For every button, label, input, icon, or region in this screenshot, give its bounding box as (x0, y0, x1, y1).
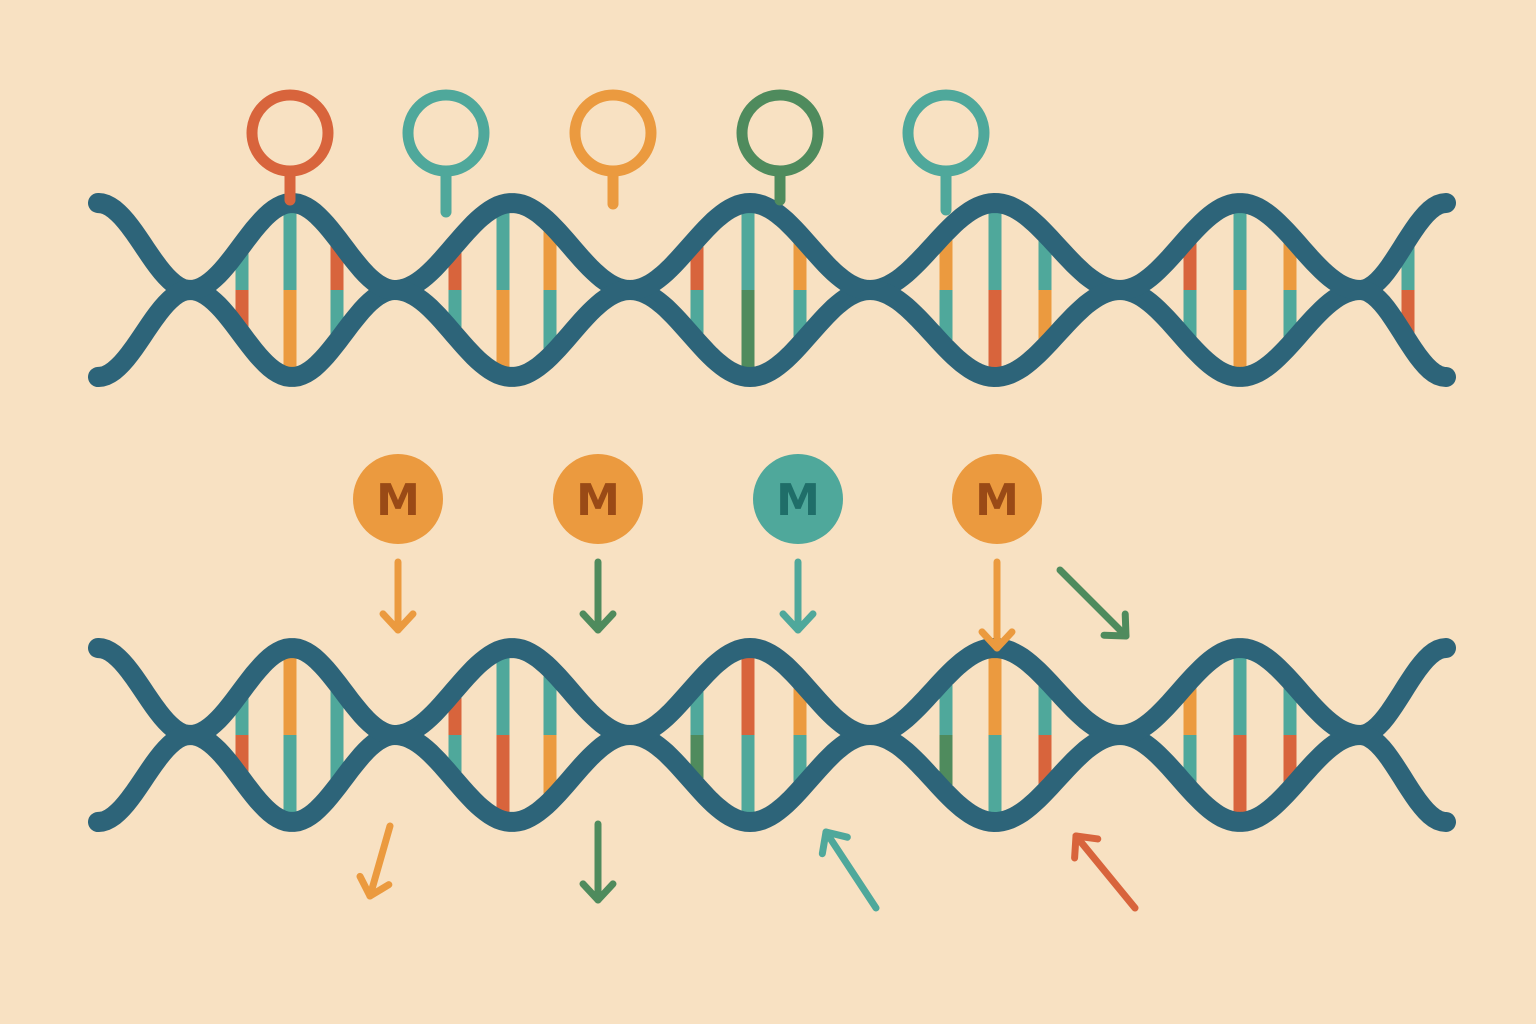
methyl-circle (353, 454, 443, 544)
arrow-head (356, 872, 393, 900)
arrow-icon (379, 558, 417, 634)
arrow-head (1071, 832, 1102, 862)
arrow-icon (579, 558, 617, 634)
arrow-icon (1056, 566, 1130, 640)
methyl-circle (753, 454, 843, 544)
methyl-circle (553, 454, 643, 544)
arrow-shaft (1056, 566, 1130, 640)
arrow-icon (818, 828, 880, 912)
dna-strand (88, 637, 1456, 833)
arrow-shaft (366, 822, 394, 900)
arrow-icon (356, 822, 394, 900)
arrow-head (579, 610, 617, 634)
methyl-group: M (753, 454, 843, 544)
marker-ring (736, 89, 824, 177)
marker-ring (402, 89, 490, 177)
marker-ring (902, 89, 990, 177)
top-dna-helix (88, 192, 1456, 388)
methyl-groups: M M M M (353, 454, 1042, 544)
dna-strand (88, 192, 1456, 388)
methyl-label: M (576, 475, 620, 526)
methyl-group: M (353, 454, 443, 544)
methyl-label: M (776, 475, 820, 526)
methyl-label: M (376, 475, 420, 526)
arrow-head (579, 880, 617, 904)
methyl-group: M (952, 454, 1042, 544)
marker-ring (569, 89, 657, 177)
arrow-shaft (822, 828, 880, 912)
arrow-icon (579, 820, 617, 904)
arrows (356, 558, 1139, 912)
methyl-label: M (975, 475, 1019, 526)
methyl-group: M (553, 454, 643, 544)
arrow-icon (1071, 832, 1139, 912)
methyl-circle (952, 454, 1042, 544)
bottom-dna-helix (88, 637, 1456, 833)
arrow-head (978, 628, 1016, 652)
dna-strand (88, 637, 1456, 833)
arrow-head (779, 610, 817, 634)
unmethylated-site-markers (246, 89, 990, 218)
arrow-head (818, 828, 851, 858)
arrow-icon (779, 558, 817, 634)
arrow-head (379, 610, 417, 634)
dna-strand (88, 192, 1456, 388)
arrow-head (1100, 610, 1130, 640)
arrow-icon (978, 558, 1016, 652)
arrow-shaft (1072, 832, 1139, 912)
marker-ring (246, 89, 334, 177)
